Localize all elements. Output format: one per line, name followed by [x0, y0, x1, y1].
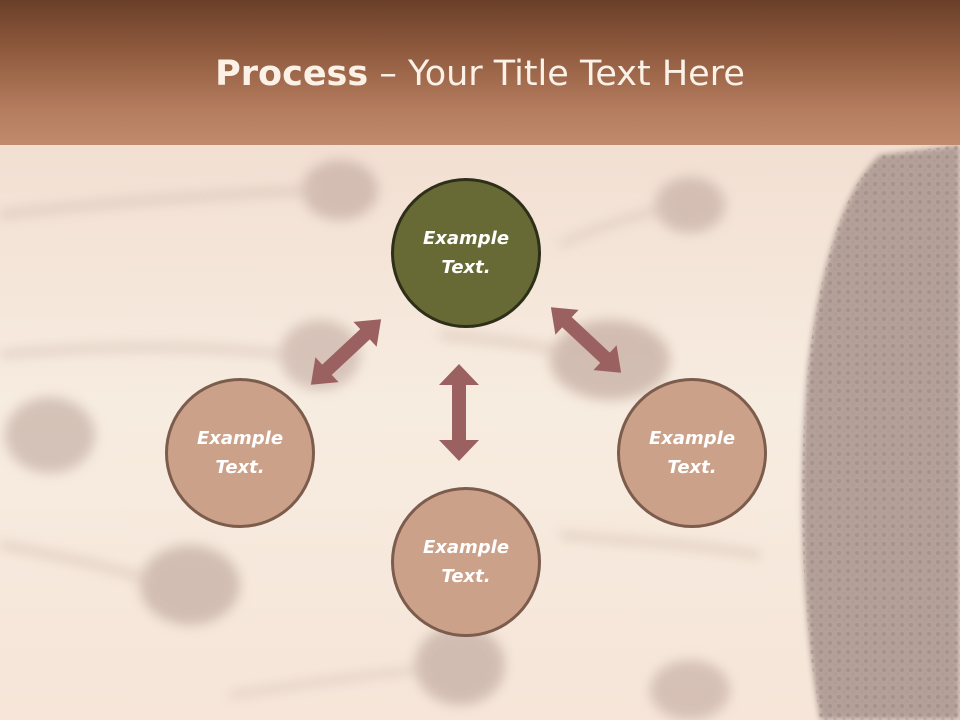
title-rest: – Your Title Text Here [368, 54, 745, 94]
arrow-right-diagonal [550, 307, 622, 373]
center-node-line1: Example [422, 228, 510, 249]
background-art [0, 145, 960, 720]
slide-title[interactable]: Process – Your Title Text Here [0, 52, 960, 96]
center-node-line2: Text. [441, 257, 491, 278]
left-node-line1: Example [196, 428, 284, 449]
title-bar [0, 0, 960, 145]
title-bold: Process [215, 54, 369, 94]
right-node-line1: Example [648, 428, 736, 449]
bottom-node-line2: Text. [441, 566, 491, 587]
left-node-line2: Text. [215, 457, 265, 478]
arrow-vertical [439, 364, 479, 461]
bottom-node-line1: Example [422, 537, 510, 558]
right-node-line2: Text. [667, 457, 717, 478]
arrow-left-diagonal [310, 319, 382, 385]
